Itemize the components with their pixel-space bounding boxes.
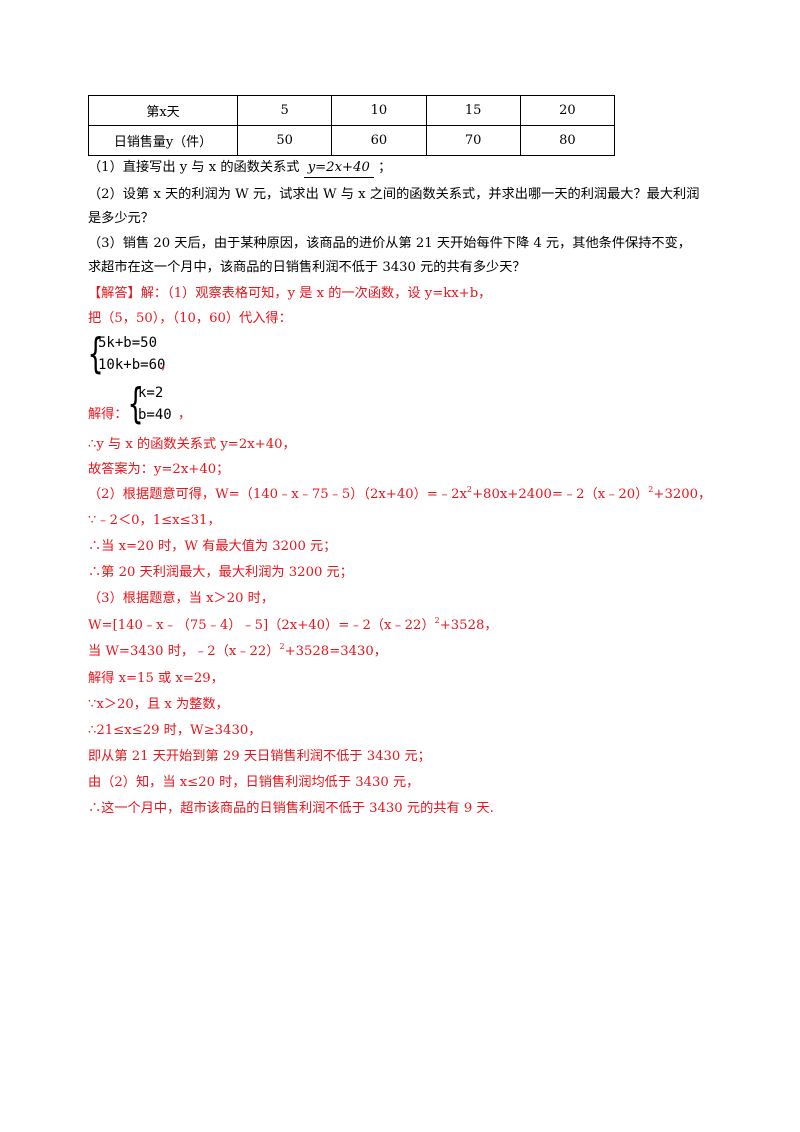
exponent: 2 [434,616,440,625]
question-2-line-2: 是多少元？ [88,211,154,226]
table-cell: 70 [425,125,521,156]
formula-part: （2）根据题意可得，W=（140﹣x﹣75﹣5）（2x+40）=﹣2x [88,487,467,502]
solution-line-17: 由（2）知，当 x≤20 时，日销售利润均低于 3430 元， [88,775,420,790]
formula-part: +3200， [653,487,712,502]
solution-line-9: ∴第 20 天利润最大，最大利润为 3200 元； [88,565,353,580]
table-cell: 5 [236,95,333,126]
table-cell: 50 [236,125,333,156]
exponent: 2 [648,485,654,494]
brace-icon: { [128,379,144,428]
solution-line-7: ∵﹣2＜0，1≤x≤31， [88,513,221,528]
solution-text: 解：（1）观察表格可知，y 是 x 的一次函数，设 y=kx+b， [140,286,492,301]
equation-row: k=2 [138,385,164,401]
question-1: （1）直接写出 y 与 x 的函数关系式 y=2x+40 ； [88,159,391,178]
q1-suffix: ； [378,160,392,175]
exponent: 2 [466,485,472,494]
table-cell: 日销售量y（件） [88,125,238,156]
solution-line-12: 当 W=3430 时，﹣2（x﹣22）2+3528=3430， [88,643,387,661]
table-cell: 20 [519,95,616,126]
table-cell: 10 [331,95,427,126]
solution-line-11: W=[140﹣x﹣（75﹣4）﹣5]（2x+40）=﹣2（x﹣22）2+3528… [88,617,498,635]
system-2-suffix: ， [178,407,192,422]
question-3-line-2: 求超市在这一个月中，该商品的日销售利润不低于 3430 元的共有多少天？ [88,260,526,275]
formula-part: +80x+2400=﹣2（x﹣20） [472,487,649,502]
solution-line-2: 把（5，50），（10，60）代入得： [88,311,292,326]
solution-line-14: ∵x＞20，且 x 为整数， [88,697,229,712]
solution-line-13: 解得 x=15 或 x=29， [88,671,224,686]
table-row: 日销售量y（件） 50 60 70 80 [88,125,616,156]
table-cell: 第x天 [88,95,238,126]
sales-table: 第x天 5 10 15 20 日销售量y（件） 50 60 70 80 [88,95,616,156]
table-cell: 60 [331,125,427,156]
formula-part: +3528， [439,618,498,633]
solution-line-18: ∴这一个月中，超市该商品的日销售利润不低于 3430 元的共有 9 天. [88,801,494,816]
solution-line-5: 故答案为：y=2x+40； [88,462,230,477]
solution-line-15: ∴21≤x≤29 时，W≥3430， [88,723,262,738]
exponent: 2 [279,642,285,651]
q1-text: （1）直接写出 y 与 x 的函数关系式 [88,160,300,175]
table-cell: 15 [425,95,521,126]
equation-row: 10k+b=60 [98,357,166,373]
solve-prefix: 解得： [88,407,128,422]
equation-row: b=40 [138,407,172,423]
question-2-line-1: （2）设第 x 天的利润为 W 元，试求出 W 与 x 之间的函数关系式，并求出… [88,187,700,202]
equation-row: 5k+b=50 [98,335,158,351]
question-3-line-1: （3）销售 20 天后，由于某种原因，该商品的进价从第 21 天开始每件下降 4… [88,236,691,251]
q1-answer: y=2x+40 [303,159,374,178]
solution-line-16: 即从第 21 天开始到第 29 天日销售利润不低于 3430 元； [88,749,431,764]
system-1-suffix: ， [160,358,174,373]
formula-part: W=[140﹣x﹣（75﹣4）﹣5]（2x+40）=﹣2（x﹣22） [88,618,435,633]
solution-line-8: ∴当 x=20 时，W 有最大值为 3200 元； [88,539,337,554]
solution-line-10: （3）根据题意，当 x＞20 时， [88,591,275,606]
solution-tag: 【解答】 [88,286,141,301]
solution-line-1: 【解答】解：（1）观察表格可知，y 是 x 的一次函数，设 y=kx+b， [88,285,491,303]
solution-line-6: （2）根据题意可得，W=（140﹣x﹣75﹣5）（2x+40）=﹣2x2+80x… [88,486,711,504]
brace-icon: { [88,329,104,378]
formula-part: +3528=3430， [284,644,387,659]
table-row: 第x天 5 10 15 20 [88,95,616,126]
table-cell: 80 [519,125,616,156]
solution-line-4: ∴y 与 x 的函数关系式 y=2x+40， [88,437,296,452]
formula-part: 当 W=3430 时，﹣2（x﹣22） [88,644,280,659]
